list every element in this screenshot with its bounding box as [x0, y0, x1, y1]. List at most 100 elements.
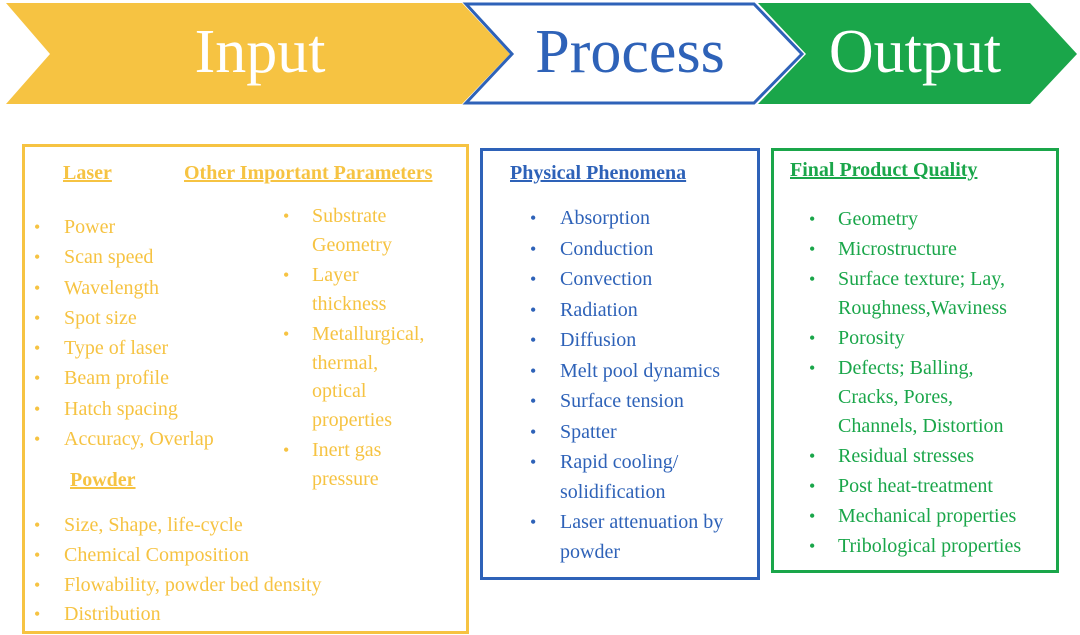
bullet-icon: • — [809, 476, 816, 496]
physical-phenomena-heading: Physical Phenomena — [510, 162, 687, 184]
list-item-text: Chemical Composition — [64, 543, 249, 566]
list-item-text: Size, Shape, life-cycle — [64, 514, 243, 536]
list-item-text: Tribological properties — [838, 535, 1022, 557]
list-item: • Residual stresses — [809, 442, 1021, 471]
list-item: •Surface tension — [530, 387, 723, 417]
process-box — [480, 148, 760, 580]
bullet-icon: • — [34, 515, 41, 535]
output-box — [771, 148, 1059, 573]
list-item-text: Type of laser — [64, 337, 169, 360]
bullet-icon: • — [283, 440, 290, 460]
bullet-icon: • — [530, 421, 537, 442]
bullet-icon: • — [809, 536, 816, 556]
powder-list: •Size, Shape, life-cycle•Chemical Compos… — [34, 511, 322, 630]
bullet-icon: • — [34, 398, 41, 419]
final-product-quality-heading: Final Product Quality — [790, 159, 978, 181]
bullet-icon: • — [530, 512, 537, 532]
list-item: •Beam profile — [34, 363, 214, 393]
other-parameters-heading: Other Important Parameters — [184, 162, 433, 184]
powder-heading: Powder — [70, 469, 136, 491]
bullet-icon: • — [34, 338, 41, 359]
list-item: •Scan speed — [34, 242, 214, 272]
list-item-text: properties — [312, 408, 392, 431]
list-item-text: Accuracy, Overlap — [64, 428, 214, 451]
list-item-text: Beam profile — [64, 367, 169, 390]
list-item-text: Cracks, Pores, — [838, 386, 953, 408]
output-stage-label: Output — [828, 18, 1002, 86]
list-item-text: Channels, Distortion — [838, 415, 1004, 437]
list-item-text: Melt pool dynamics — [560, 359, 720, 382]
list-item: •Spot size — [34, 303, 214, 333]
list-item-text: Flowability, powder bed density — [64, 573, 322, 596]
list-item: • Size, Shape, life-cycle — [34, 511, 322, 541]
bullet-icon: • — [809, 446, 816, 466]
list-item: • Geometry — [809, 205, 1021, 234]
process-chevron — [462, 2, 805, 105]
list-item: • Conduction — [530, 235, 723, 265]
bullet-icon: • — [530, 299, 537, 320]
list-item: • Post heat-treatment — [809, 472, 1021, 501]
list-item: • Surface texture; Lay, Roughness,Waviness — [809, 265, 1021, 323]
list-item-text: Radiation — [560, 298, 638, 321]
list-item-text: Inert gas — [312, 439, 382, 461]
bullet-icon: • — [34, 604, 41, 625]
list-item-text: Surface texture; Lay, — [838, 268, 1005, 290]
list-item: •Diffusion — [530, 326, 723, 356]
list-item: •Chemical Composition — [34, 541, 322, 571]
list-item: •Defects; Balling,Cracks, Pores,Channels… — [809, 354, 1021, 441]
bullet-icon: • — [34, 429, 41, 450]
list-item-text: Mechanical properties — [838, 505, 1017, 527]
list-item: • Mechanical properties — [809, 502, 1021, 531]
list-item-text: Geometry — [838, 208, 918, 230]
bullet-icon: • — [809, 209, 816, 229]
list-item-text: Microstructure — [838, 238, 957, 260]
list-item: •Spatter — [530, 418, 723, 448]
bullet-icon: • — [283, 206, 290, 226]
input-stage-label: Input — [194, 18, 326, 86]
list-item-text: Distribution — [64, 603, 161, 626]
list-item: • Radiation — [530, 296, 723, 326]
list-item: • Accuracy, Overlap — [34, 424, 214, 454]
laser-heading: Laser — [63, 162, 112, 184]
stage-chevrons — [6, 2, 1077, 105]
physical-phenomena-list: •Absorption•Conduction•Convection•Radiat… — [530, 204, 723, 568]
list-item: • Type of laser — [34, 333, 214, 363]
bullet-icon: • — [530, 238, 537, 259]
bullet-icon: • — [809, 358, 816, 378]
bullet-icon: • — [34, 277, 41, 298]
list-item-text: Conduction — [560, 237, 654, 260]
list-item-text: Rapid cooling/ — [560, 451, 679, 473]
list-item-text: optical — [312, 380, 367, 402]
list-item-text: Wavelength — [64, 276, 160, 299]
bullet-icon: • — [34, 247, 41, 268]
list-item-text: Roughness,Waviness — [838, 297, 1007, 319]
list-item-text: Spot size — [64, 306, 137, 329]
process-stage-label: Process — [535, 18, 725, 86]
list-item: •Rapid cooling/solidification — [530, 448, 723, 507]
list-item-text: Surface tension — [560, 390, 684, 412]
list-item: • Melt pool dynamics — [530, 357, 723, 387]
bullet-icon: • — [809, 506, 816, 526]
final-product-quality-list: •Geometry•Microstructure•Surface texture… — [809, 205, 1021, 562]
list-item-text: Hatch spacing — [64, 397, 178, 420]
bullet-icon: • — [530, 360, 537, 381]
list-item: • Inert gas pressure — [283, 436, 424, 493]
list-item-text: Residual stresses — [838, 445, 975, 467]
bullet-icon: • — [809, 328, 816, 348]
list-item: • Hatch spacing — [34, 394, 214, 424]
list-item-text: pressure — [312, 467, 379, 490]
list-item-text: Power — [64, 216, 116, 238]
bullet-icon: • — [809, 269, 816, 289]
list-item-text: Layer — [312, 264, 359, 286]
list-item: •Microstructure — [809, 235, 1021, 264]
list-item-text: Convection — [560, 268, 653, 290]
list-item-text: Post heat-treatment — [838, 475, 993, 497]
list-item-text: thickness — [312, 292, 387, 315]
output-chevron — [758, 3, 1077, 104]
bullet-icon: • — [530, 452, 537, 472]
input-chevron — [6, 3, 510, 104]
